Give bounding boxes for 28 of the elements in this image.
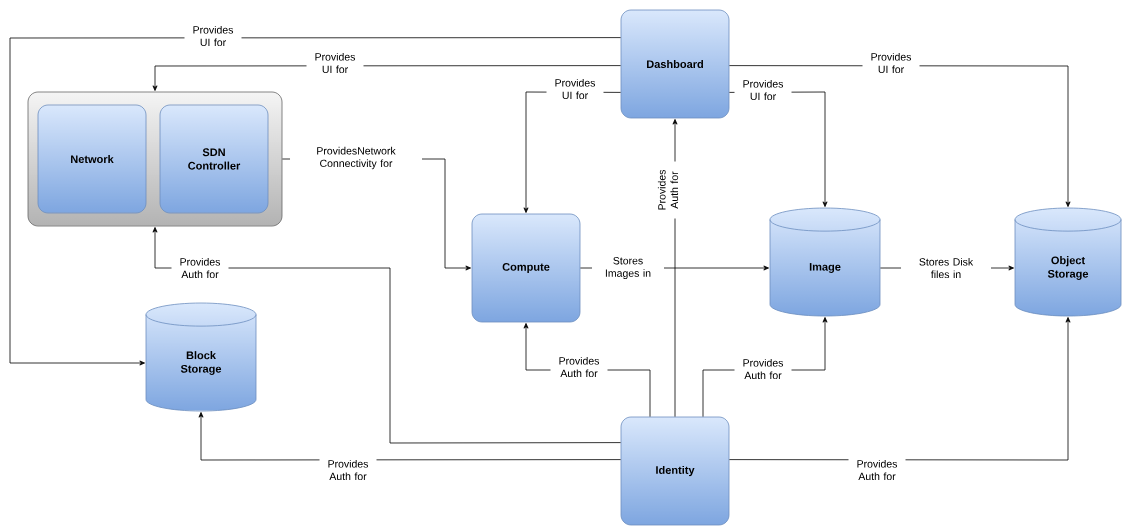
component-box: Dashboard [620,9,730,119]
edge-label: Stores Images in [592,256,664,280]
database-cylinder: Image [769,207,881,317]
edge-label: Provides Auth for [734,357,792,381]
component-box: Compute [471,213,581,323]
edge-label: Provides Auth for [550,355,608,379]
arrow [9,37,621,366]
arrow [729,317,1071,461]
edge-label: Provides UI for [862,51,920,75]
arrow [152,65,621,91]
database-cylinder: Block Storage [145,302,257,412]
edge-label: Provides Auth for [656,161,680,219]
edge-label: Provides UI for [184,24,242,48]
edge-label: ProvidesNetwork Connectivity for [290,145,422,171]
edge-label: Provides Auth for [171,256,229,280]
arrow [152,227,621,444]
edge-label: Provides Auth for [319,458,377,482]
edge-label: Provides Auth for [848,458,906,482]
arrow [198,412,621,461]
edge-label: Provides UI for [306,51,364,75]
component-box: Identity [620,416,730,526]
edge-label: Provides UI for [546,77,604,101]
edge-label: Provides UI for [734,78,792,102]
database-cylinder: Object Storage [1014,207,1122,317]
arrow [729,65,1071,207]
component-box: SDN Controller [159,104,269,214]
component-box: Network [37,104,147,214]
edge-label: Stores Disk files in [901,256,991,280]
